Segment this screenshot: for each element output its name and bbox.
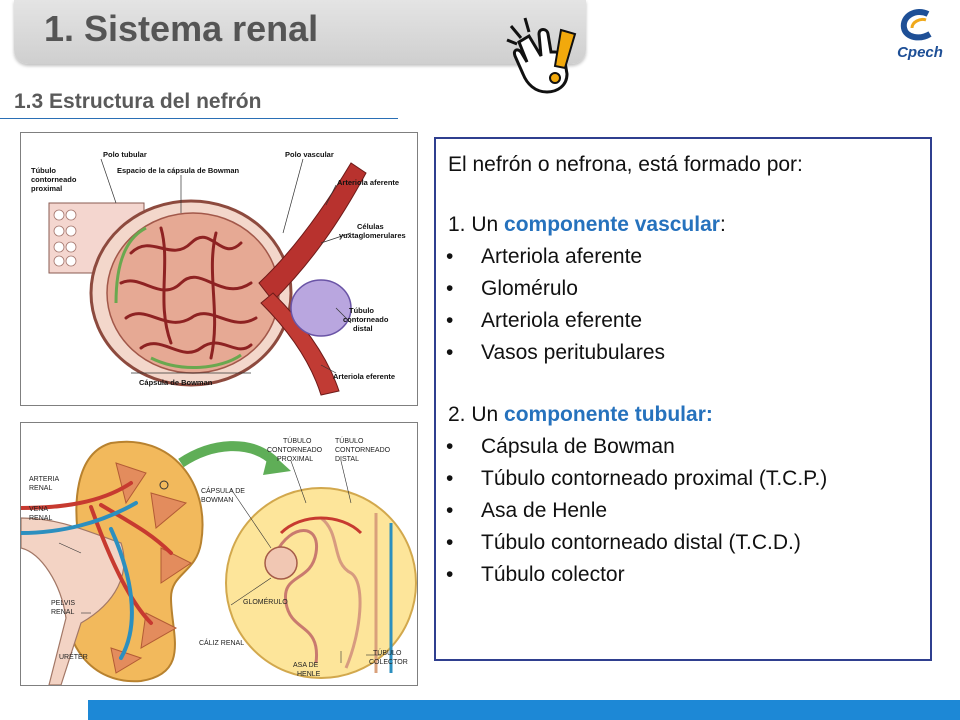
bullet: • <box>446 467 454 490</box>
pointing-hand-icon <box>505 12 583 96</box>
bullet: • <box>446 531 454 554</box>
svg-text:COLECTOR: COLECTOR <box>369 659 408 666</box>
bullet: • <box>446 435 454 458</box>
svg-text:yuxtaglomerulares: yuxtaglomerulares <box>339 231 406 240</box>
list-item: Túbulo contorneado distal (T.C.D.) <box>481 531 801 554</box>
title-bar: 1. Sistema renal <box>14 0 586 64</box>
label-ureter: URÉTER <box>59 652 88 661</box>
list-item: Túbulo colector <box>481 563 625 586</box>
list-item: Asa de Henle <box>481 499 608 522</box>
label-caliz-renal: CÁLIZ RENAL <box>199 638 244 647</box>
label-polo-vascular: Polo vascular <box>285 150 334 159</box>
label-polo-tubular: Polo tubular <box>103 150 147 159</box>
bullet: • <box>446 499 454 522</box>
svg-text:TÚBULO: TÚBULO <box>335 436 364 445</box>
svg-text:ARTERIA: ARTERIA <box>29 476 60 483</box>
bowman-capsule-diagram: Polo tubular Túbulo contorneado proximal… <box>20 132 418 406</box>
list-item: Vasos peritubulares <box>481 341 666 364</box>
svg-text:CÁPSULA DE: CÁPSULA DE <box>201 486 245 495</box>
kidney-nephron-diagram: ARTERIA RENAL VENA RENAL PELVIS RENAL UR… <box>20 422 418 686</box>
svg-text:ASA DE: ASA DE <box>293 662 319 669</box>
list-item: Cápsula de Bowman <box>481 435 675 458</box>
svg-text:PELVIS: PELVIS <box>51 600 75 607</box>
list-item: Glomérulo <box>481 277 578 300</box>
svg-text:HENLE: HENLE <box>297 671 321 678</box>
label-capsula-bowman: Cápsula de Bowman <box>139 378 213 387</box>
svg-text:TÚBULO: TÚBULO <box>373 648 402 657</box>
bottom-bar <box>88 700 960 720</box>
svg-text:DISTAL: DISTAL <box>335 456 359 463</box>
label-espacio-bowman: Espacio de la cápsula de Bowman <box>117 166 240 175</box>
svg-text:CONTORNEADO: CONTORNEADO <box>335 447 391 454</box>
bullet: • <box>446 309 454 332</box>
svg-text:CONTORNEADO: CONTORNEADO <box>267 447 323 454</box>
list-item: Arteriola eferente <box>481 309 643 332</box>
bullet: • <box>446 245 454 268</box>
label-arteriola-eferente: Arteriola eferente <box>333 372 395 381</box>
svg-text:Túbulo: Túbulo <box>31 166 56 175</box>
list-item: Arteriola aferente <box>481 245 643 268</box>
subtitle-underline <box>0 118 398 119</box>
label-glomerulo: GLOMÉRULO <box>243 597 288 606</box>
page-title: 1. Sistema renal <box>44 8 319 49</box>
svg-text:RENAL: RENAL <box>51 609 74 616</box>
svg-text:TÚBULO: TÚBULO <box>283 436 312 445</box>
list-item: Túbulo contorneado proximal (T.C.P.) <box>481 467 828 490</box>
svg-text:Túbulo: Túbulo <box>349 306 374 315</box>
vascular-heading: 1. Un componente vascular: <box>448 213 726 236</box>
svg-text:BOWMAN: BOWMAN <box>201 497 233 504</box>
svg-text:distal: distal <box>353 324 373 333</box>
bullet: • <box>446 277 454 300</box>
svg-text:VENA: VENA <box>29 506 48 513</box>
svg-text:RENAL: RENAL <box>29 515 52 522</box>
cpech-logo: Cpech <box>890 6 950 66</box>
intro-text: El nefrón o nefrona, está formado por: <box>448 153 803 176</box>
bullet: • <box>446 563 454 586</box>
svg-text:contorneado: contorneado <box>343 315 389 324</box>
bullet: • <box>446 341 454 364</box>
logo-text: Cpech <box>897 44 943 61</box>
svg-text:PROXIMAL: PROXIMAL <box>277 456 313 463</box>
label-arteriola-aferente: Arteriola aferente <box>337 178 399 187</box>
svg-text:proximal: proximal <box>31 184 62 193</box>
tubular-heading: 2. Un componente tubular: <box>448 403 713 426</box>
svg-text:Células: Células <box>357 222 384 231</box>
svg-text:contorneado: contorneado <box>31 175 77 184</box>
section-subtitle: 1.3 Estructura del nefrón <box>14 90 262 113</box>
svg-text:RENAL: RENAL <box>29 485 52 492</box>
nephron-description-box: El nefrón o nefrona, está formado por: 1… <box>434 137 932 661</box>
